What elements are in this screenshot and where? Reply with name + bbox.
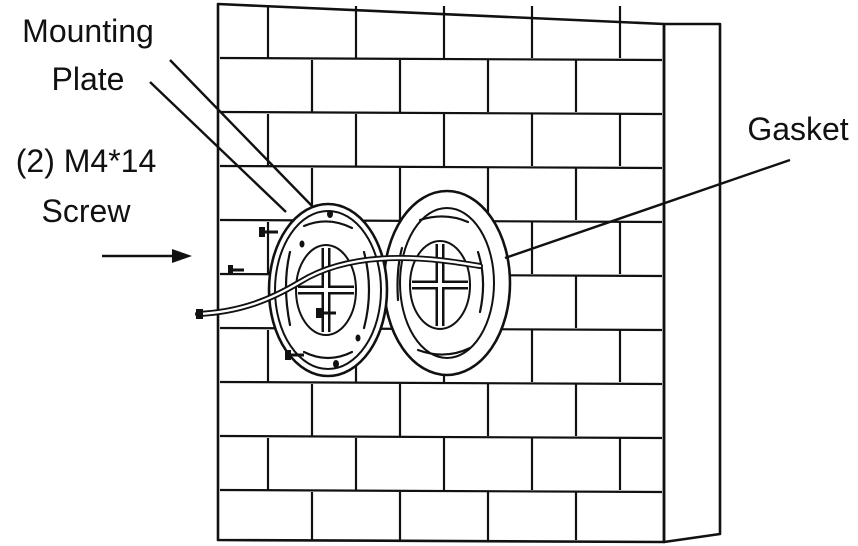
screw-wall [228,265,244,275]
plate-hole-top [327,210,333,218]
leader-gasket [504,158,791,260]
plate-inner-ring [274,210,382,370]
mortar-horizontal [219,164,663,170]
plate-slot-top [302,220,354,230]
gasket [382,189,512,377]
mounting-plate [267,202,389,378]
mortar-horizontal [219,56,663,62]
gasket-inner-ring [399,207,495,359]
screw-bottom [285,350,304,360]
mortar-horizontal [219,434,663,440]
gasket-slot-bottom [416,346,472,356]
wall-front-face [216,2,666,544]
leader-mounting-plate [169,59,313,207]
gasket-slot-right [476,250,485,314]
plate-cutout-ring [295,244,357,336]
mortar-horizontal [219,110,663,116]
gasket-slot-left [396,246,404,302]
arrow-right-icon [102,249,192,263]
gasket-cutout-ring [409,240,471,330]
screws [228,227,336,360]
label-gasket: Gasket [747,111,848,147]
mortar-horizontal [219,380,663,386]
label-mounting-plate-line2: Plate [52,61,125,97]
label-screw-line2: Screw [42,193,132,229]
screw-top [259,227,278,237]
plate-hole-bottom [333,360,339,368]
screw-middle [316,308,336,318]
cable-end [196,309,203,319]
leader-mounting-plate-2 [149,81,287,213]
leader-lines [149,59,791,260]
gasket-slot-top [418,215,470,224]
cable [195,254,483,319]
label-mounting-plate-line1: Mounting [22,13,154,49]
plate-hole-upper-left [299,240,305,248]
plate-hole-lower-right [355,334,361,342]
label-screw-line1: (2) M4*14 [16,143,157,179]
plate-slot-bottom [302,350,354,360]
wall-side-face [662,22,722,544]
mortar-horizontal [219,488,663,494]
